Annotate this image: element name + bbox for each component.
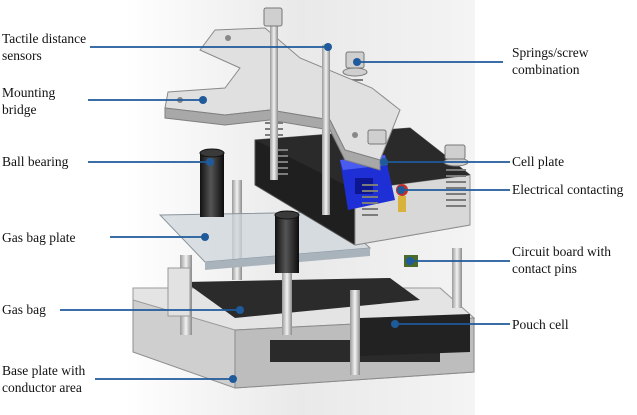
label-gas-bag: Gas bag (2, 302, 46, 317)
label-circuit-board: Circuit board with contact pins (512, 244, 611, 276)
label-gas-bag-plate: Gas bag plate (2, 230, 76, 245)
gas-bag (185, 278, 420, 318)
label-ball-bearing: Ball bearing (2, 154, 69, 169)
leader-lines (60, 46, 510, 380)
label-cell-plate: Cell plate (512, 154, 565, 169)
label-base-plate: Base plate with conductor area (2, 363, 86, 395)
label-tactile-sensors: Tactile distance sensors (2, 31, 87, 63)
label-pouch-cell: Pouch cell (512, 317, 569, 332)
leader-dots (199, 43, 414, 383)
label-mounting-bridge: Mounting bridge (2, 85, 56, 117)
label-electrical-contacting: Electrical contacting (512, 182, 624, 197)
pouch-cell (360, 314, 470, 356)
label-springs-screw: Springs/screw combination (512, 45, 589, 77)
